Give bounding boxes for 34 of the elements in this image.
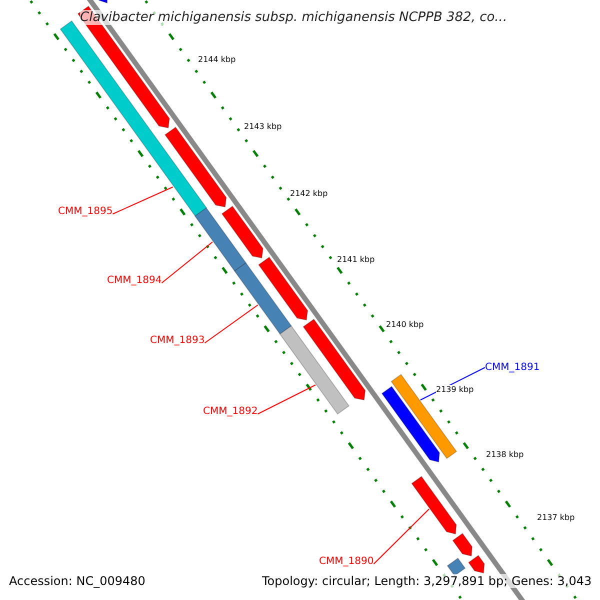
footer-text: Topology: circular; Length: 3,297,891 bp; Genes: 3,043 — [262, 574, 592, 588]
leader-line — [373, 508, 430, 564]
gene-feature — [221, 206, 264, 258]
scale-label: 2143 kbp — [244, 122, 282, 131]
scale-label: 2144 kbp — [198, 55, 236, 64]
leader-line — [204, 304, 258, 344]
title: Clavibacter michiganensis subsp. michiganensis NCPPB 382, co... — [80, 10, 508, 25]
leader-line — [161, 242, 213, 284]
gene-label: CMM_1893 — [150, 335, 205, 346]
gene-feature — [279, 325, 350, 415]
gene-feature — [446, 558, 466, 576]
gene-label: CMM_1892 — [203, 406, 258, 417]
gene-feature — [194, 207, 247, 272]
gene-feature — [302, 318, 366, 400]
gene-feature — [452, 532, 473, 556]
gene-feature — [411, 476, 457, 534]
gene-feature — [234, 262, 292, 335]
scale-label: 2139 kbp — [436, 385, 474, 394]
gene-label: CMM_1890 — [319, 556, 374, 567]
scale-label: 2140 kbp — [386, 320, 424, 329]
gene-feature — [468, 554, 485, 574]
gene-label: CMM_1894 — [107, 275, 162, 286]
gene-feature — [258, 256, 308, 320]
leader-line — [257, 384, 316, 414]
gene-label: CMM_1895 — [58, 206, 113, 217]
gene-label: CMM_1891 — [485, 362, 540, 373]
footer-text: Accession: NC_009480 — [9, 574, 146, 588]
scale-label: 2142 kbp — [290, 189, 328, 198]
gene-feature — [390, 374, 458, 460]
gene-feature — [164, 126, 227, 208]
scale-label: 2137 kbp — [537, 513, 575, 522]
leader-line — [112, 186, 174, 214]
scale-label: 2138 kbp — [486, 450, 524, 459]
scale-label: 2141 kbp — [337, 255, 375, 264]
